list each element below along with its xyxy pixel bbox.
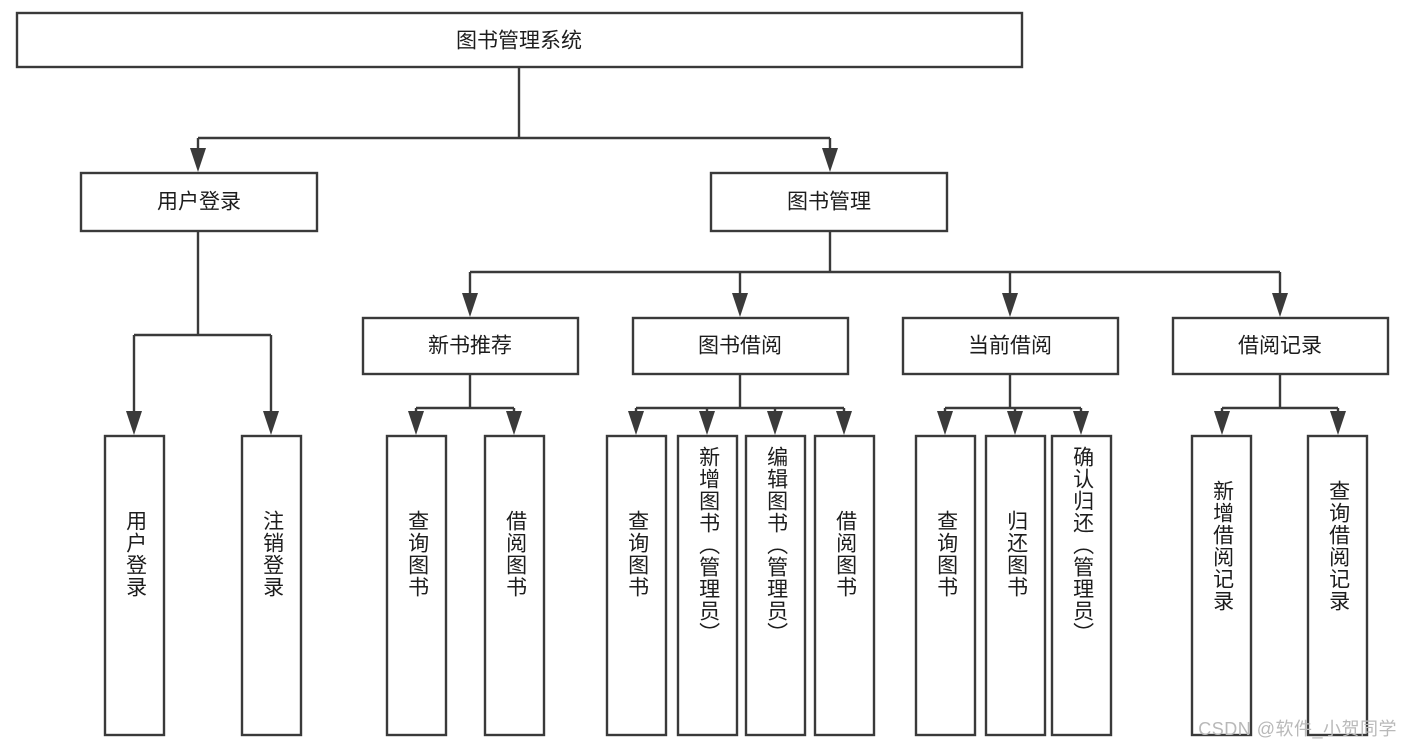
- edges-borrow-to-leaves: [628, 374, 852, 435]
- node-user-login[interactable]: 用户登录: [79, 171, 319, 233]
- arrow-head-to-current: [1002, 293, 1018, 317]
- node-borrow-records-label: 借阅记录: [1238, 335, 1322, 358]
- leaf-box-bb-edit-book[interactable]: [744, 434, 807, 737]
- leaf-box-logout[interactable]: [240, 434, 303, 737]
- arrow-head-leaf-bb-query: [628, 411, 644, 435]
- leaf-box-rec-query-record[interactable]: [1306, 434, 1369, 737]
- node-current-borrow[interactable]: 当前借阅: [901, 316, 1120, 376]
- arrow-head-leaf-rec-add: [1214, 411, 1230, 435]
- node-root-box[interactable]: [15, 11, 1024, 69]
- node-borrow-records[interactable]: 借阅记录: [1171, 316, 1390, 376]
- arrow-head-to-newbook: [462, 293, 478, 317]
- arrow-head-leaf-nb-borrow: [506, 411, 522, 435]
- node-new-book-recommend-box[interactable]: [361, 316, 580, 376]
- leaf-box-user-login[interactable]: [103, 434, 166, 737]
- node-root-label: 图书管理系统: [456, 30, 582, 53]
- edges-newbook-to-leaves: [408, 374, 522, 435]
- node-book-borrow-box[interactable]: [631, 316, 850, 376]
- leaf-box-rec-add-record[interactable]: [1190, 434, 1253, 737]
- node-user-login-box[interactable]: [79, 171, 319, 233]
- node-current-borrow-label: 当前借阅: [968, 335, 1052, 358]
- edges-bookmgmt-to-level3: [462, 231, 1288, 317]
- arrow-head-leaf-bb-add: [699, 411, 715, 435]
- arrow-head-leaf-cb-confirm: [1073, 411, 1089, 435]
- node-current-borrow-box[interactable]: [901, 316, 1120, 376]
- node-borrow-records-box[interactable]: [1171, 316, 1390, 376]
- leaf-box-cb-return-book[interactable]: [984, 434, 1047, 737]
- leaf-box-nb-query-book[interactable]: [385, 434, 448, 737]
- arrow-head-to-records: [1272, 293, 1288, 317]
- arrow-head-leaf-user-login: [126, 411, 142, 435]
- arrow-head-leaf-bb-edit: [767, 411, 783, 435]
- arrow-head-to-user-login: [190, 148, 206, 172]
- node-root[interactable]: 图书管理系统: [15, 11, 1024, 69]
- leaf-box-bb-query-book[interactable]: [605, 434, 668, 737]
- edges-root-to-level2: [190, 67, 838, 172]
- leaf-box-cb-query-book[interactable]: [914, 434, 977, 737]
- node-book-borrow[interactable]: 图书借阅: [631, 316, 850, 376]
- node-user-login-label: 用户登录: [157, 191, 241, 214]
- arrow-head-to-borrow: [732, 293, 748, 317]
- arrow-head-to-book-mgmt: [822, 148, 838, 172]
- leaf-box-cb-confirm-return[interactable]: [1050, 434, 1113, 737]
- leaf-box-bb-borrow-book[interactable]: [813, 434, 876, 737]
- arrow-head-leaf-nb-query: [408, 411, 424, 435]
- node-new-book-recommend-label: 新书推荐: [428, 335, 512, 358]
- node-book-management[interactable]: 图书管理: [709, 171, 949, 233]
- node-book-management-label: 图书管理: [787, 191, 871, 214]
- arrow-head-leaf-rec-query: [1330, 411, 1346, 435]
- node-book-management-box[interactable]: [709, 171, 949, 233]
- arrow-head-leaf-bb-borrow: [836, 411, 852, 435]
- edges-records-to-leaves: [1214, 374, 1346, 435]
- node-book-borrow-label: 图书借阅: [698, 335, 782, 358]
- leaf-box-bb-add-book[interactable]: [676, 434, 739, 737]
- arrow-head-leaf-cb-return: [1007, 411, 1023, 435]
- leaf-boxes: [103, 434, 1369, 737]
- arrow-head-leaf-cb-query: [937, 411, 953, 435]
- arrow-head-leaf-logout: [263, 411, 279, 435]
- csdn-watermark: CSDN @软件_小贺同学: [1198, 719, 1397, 739]
- edges-current-to-leaves: [937, 374, 1089, 435]
- edges-userlogin-to-leaves: [126, 231, 279, 435]
- node-new-book-recommend[interactable]: 新书推荐: [361, 316, 580, 376]
- leaf-box-nb-borrow-book[interactable]: [483, 434, 546, 737]
